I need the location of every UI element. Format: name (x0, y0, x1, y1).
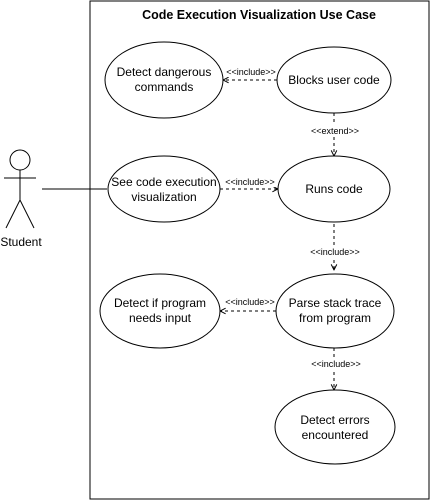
use-case-label: Runs code (305, 182, 363, 196)
actor-right-leg (19, 199, 35, 229)
use-case-see-code-execution-visualization[interactable]: See code execution visualization (107, 155, 221, 223)
diagram-title: Code Execution Visualization Use Case (142, 8, 376, 22)
use-case-label: from program (299, 311, 371, 325)
use-case-label: Detect if program (114, 296, 206, 310)
use-case-label: encountered (302, 428, 369, 442)
use-case-blocks-user-code[interactable]: Blocks user code (276, 46, 392, 114)
stereotype-include-1: <<include>> (226, 66, 279, 77)
stereotype-include-2: <<include>> (222, 177, 278, 187)
svg-text:<<include>>: <<include>> (225, 177, 275, 187)
use-case-label: See code execution (111, 175, 216, 189)
use-case-detect-errors-encountered[interactable]: Detect errors encountered (274, 389, 396, 465)
use-case-label: Detect dangerous (117, 65, 212, 79)
use-case-detect-dangerous-commands[interactable]: Detect dangerous commands (104, 41, 224, 119)
svg-text:<<include>>: <<include>> (310, 247, 360, 257)
use-case-runs-code[interactable]: Runs code (277, 155, 391, 223)
use-case-detect-if-program-needs-input[interactable]: Detect if program needs input (99, 273, 221, 349)
svg-text:<<include>>: <<include>> (311, 359, 361, 369)
actor-head (9, 149, 31, 171)
svg-text:<<include>>: <<include>> (226, 67, 276, 77)
use-case-label: Detect errors (300, 413, 369, 427)
actor-left-leg (5, 199, 21, 229)
stereotype-include-5: <<include>> (308, 358, 364, 369)
use-case-label: visualization (131, 190, 196, 204)
stereotype-include-4: <<include>> (222, 297, 278, 307)
svg-text:<<extend>>: <<extend>> (311, 126, 359, 136)
use-case-label: Parse stack trace (289, 296, 382, 310)
use-case-label: Blocks user code (288, 73, 380, 87)
actor-student: Student (0, 149, 42, 249)
stereotype-extend: <<extend>> (309, 125, 361, 137)
use-case-label: needs input (129, 311, 192, 325)
use-case-label: commands (135, 80, 194, 94)
actor-label: Student (0, 235, 42, 249)
svg-text:<<include>>: <<include>> (225, 297, 275, 307)
stereotype-include-3: <<include>> (307, 246, 363, 257)
use-case-parse-stack-trace[interactable]: Parse stack trace from program (275, 273, 395, 349)
